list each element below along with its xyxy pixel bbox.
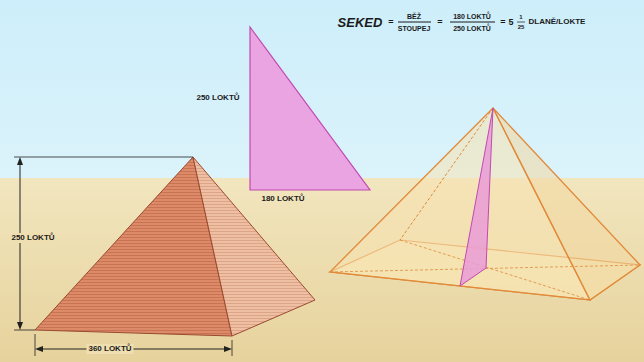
dimension-label: 360 LOKTŮ (86, 344, 133, 354)
equals-sign: = (388, 18, 393, 27)
dimension-label: 250 LOKTŮ (196, 94, 239, 102)
fraction-denominator: 25 (518, 24, 525, 30)
dimension-label: 180 LOKTŮ (261, 195, 304, 203)
dimension-label: 250 LOKTŮ (9, 233, 56, 243)
seked-triangle (250, 27, 370, 190)
fraction-numerator: BĚŽ (407, 13, 421, 20)
fraction-bars (398, 22, 525, 23)
fraction-numerator: 1 (519, 14, 522, 20)
equals-sign: = (500, 18, 505, 27)
height-dimension (14, 157, 193, 330)
formula-term: SEKED (338, 16, 383, 29)
pyramid-wireframe (330, 108, 640, 300)
formula-unit: DLANĚ/LOKTE (529, 18, 586, 26)
equals-sign: = (437, 18, 442, 27)
fraction-denominator: STOUPEJ (398, 25, 431, 32)
base-dimension (35, 334, 232, 356)
formula-value: 5 (508, 18, 513, 27)
fraction-numerator: 180 LOKTŮ (453, 13, 491, 20)
fraction-denominator: 250 LOKTŮ (453, 25, 491, 32)
